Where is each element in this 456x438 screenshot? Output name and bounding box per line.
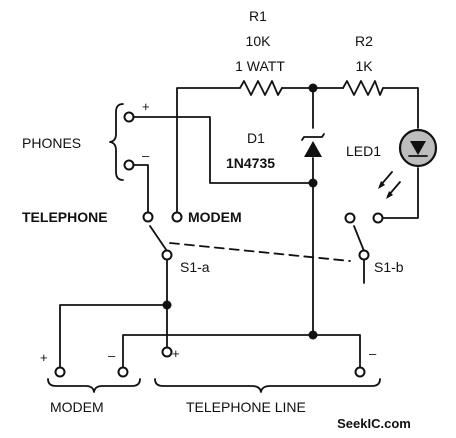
brace-modem bbox=[47, 378, 141, 393]
terminal-modem-minus bbox=[117, 366, 129, 378]
led-diode-triangle bbox=[410, 141, 426, 155]
resistor-r2 bbox=[342, 80, 384, 96]
terminal-line-minus bbox=[354, 366, 366, 378]
wire-phones-plus bbox=[133, 116, 314, 184]
terminals bbox=[54, 111, 384, 378]
label-r2-ref: R2 bbox=[355, 33, 373, 49]
wires bbox=[59, 87, 419, 369]
terminal-s1a-modem bbox=[171, 211, 183, 223]
polarity-modem-plus: + bbox=[40, 350, 48, 365]
junction-modem-plus bbox=[162, 300, 172, 310]
label-led1: LED1 bbox=[346, 143, 381, 159]
junctions bbox=[162, 83, 318, 340]
terminal-s1b-common bbox=[358, 249, 370, 261]
led-emit-arrowhead-2 bbox=[386, 191, 393, 199]
wire-modem-to-r1 bbox=[176, 87, 241, 218]
terminal-modem-plus bbox=[54, 366, 66, 378]
wire-led-to-s1b bbox=[379, 167, 419, 219]
terminal-phones-plus bbox=[123, 111, 135, 123]
label-r2-value: 1K bbox=[355, 58, 373, 74]
switch-s1a-blade bbox=[149, 225, 168, 252]
brace-telephone-line bbox=[154, 378, 381, 393]
label-phones: PHONES bbox=[22, 135, 81, 151]
switch-mechanical-link bbox=[169, 242, 351, 262]
zener-triangle bbox=[304, 141, 322, 157]
terminal-s1b-led bbox=[372, 212, 384, 224]
terminal-line-plus bbox=[161, 346, 173, 358]
polarity-phones-minus: – bbox=[142, 148, 150, 163]
wire-line-minus bbox=[122, 334, 361, 369]
label-d1-part: 1N4735 bbox=[226, 155, 275, 171]
brace-phones bbox=[109, 103, 124, 181]
junction-r1-r2 bbox=[308, 83, 318, 93]
label-s1b: S1-b bbox=[374, 259, 404, 275]
junction-zener-line bbox=[308, 330, 318, 340]
wire-modem-plus bbox=[59, 304, 168, 369]
switch-s1b-blade bbox=[353, 225, 365, 252]
zener-bar bbox=[301, 133, 325, 141]
label-r1-ref: R1 bbox=[249, 8, 267, 24]
polarity-line-plus: + bbox=[172, 346, 180, 361]
led1 bbox=[378, 128, 438, 199]
label-telephone: TELEPHONE bbox=[22, 209, 108, 225]
terminal-s1a-common bbox=[161, 249, 173, 261]
polarity-line-minus: – bbox=[369, 346, 377, 361]
label-modem-switch: MODEM bbox=[188, 209, 242, 225]
terminal-phones-minus bbox=[123, 159, 135, 171]
resistor-r1 bbox=[239, 80, 283, 96]
led-emit-arrowhead-1 bbox=[378, 181, 385, 189]
label-s1a: S1-a bbox=[180, 259, 210, 275]
zener-diode-d1 bbox=[301, 133, 325, 157]
wire-r2-to-led bbox=[382, 87, 419, 129]
junction-phones-zener bbox=[308, 178, 318, 188]
wire-phones-minus bbox=[133, 164, 149, 218]
label-d1-ref: D1 bbox=[247, 130, 265, 146]
polarity-modem-minus: – bbox=[108, 348, 116, 363]
terminal-s1b-nc bbox=[344, 212, 356, 224]
label-telephone-line: TELEPHONE LINE bbox=[186, 399, 306, 415]
terminal-s1a-telephone bbox=[142, 211, 154, 223]
polarity-phones-plus: + bbox=[142, 99, 150, 114]
watermark: SeekIC.com bbox=[337, 416, 411, 431]
label-r1-rating: 1 WATT bbox=[235, 58, 285, 74]
label-r1-value: 10K bbox=[246, 33, 272, 49]
label-modem: MODEM bbox=[50, 399, 104, 415]
